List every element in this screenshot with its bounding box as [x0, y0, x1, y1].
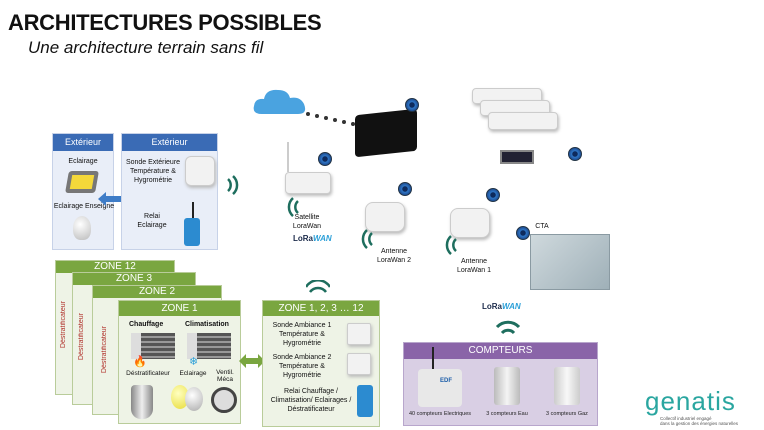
satellite-device-icon [285, 172, 331, 194]
zone-label: Déstratificateur [101, 326, 108, 374]
bidirectional-arrow-icon [98, 192, 132, 206]
ac-unit-icon [488, 112, 558, 130]
label-ventil: Ventil. Méca [216, 369, 234, 383]
zone-header: ZONE 2 [93, 286, 221, 298]
tagline-line-1: Collectif industriel engagé [660, 416, 712, 421]
bulb-yellow-icon [171, 385, 189, 409]
zone-all-card: ZONE 1, 2, 3 … 12 Sonde Ambiance 1 Tempé… [262, 300, 380, 427]
edf-logo: EDF [440, 378, 452, 384]
genatis-logo: genatis [645, 386, 736, 416]
label-antenne-2: Antenne LoraWan 2 [377, 248, 411, 264]
lora-text: LoRa [482, 302, 502, 311]
label-climatisation: Climatisation [185, 321, 229, 328]
zone-header: ZONE 1 [119, 301, 240, 316]
label-relai-eclairage: Relai Eclairage [137, 213, 167, 229]
exterieur-panel-1: Extérieur Eclairage Eclairage Enseigne [52, 133, 114, 250]
label-chauffage: Chauffage [129, 321, 164, 328]
gas-meter-icon [554, 367, 580, 405]
antenna-icon [432, 347, 434, 369]
air-conditioner-icon [187, 333, 231, 359]
room-sensor-icon [347, 323, 371, 345]
zone-header: ZONE 1, 2, 3 … 12 [263, 301, 379, 316]
bulb-icon [73, 216, 91, 240]
zone-header: ZONE 3 [73, 273, 195, 285]
room-sensor-icon [347, 353, 371, 375]
zone-label: Déstratificateur [60, 301, 67, 349]
zone-card-1: ZONE 1 Chauffage Climatisation 🔥 ❄ Déstr… [118, 300, 241, 424]
wireless-signal-icon [445, 235, 457, 255]
wireless-signal-icon [496, 320, 520, 335]
bidirectional-arrow-icon [239, 354, 265, 368]
page-subtitle: Une architecture terrain sans fil [28, 38, 264, 57]
compteurs-panel: COMPTEURS EDF 40 compteurs Electriques 3… [403, 342, 598, 426]
antenna-icon [287, 142, 289, 172]
relay-icon [184, 218, 200, 246]
label-satellite: Satellite LoraWan [292, 214, 322, 230]
label-destratificateur: Déstratificateur [126, 370, 170, 377]
label-compteurs-electriques: 40 compteurs Electriques [408, 411, 472, 417]
tagline-line-2: dans la gestion des énergies naturelles [660, 421, 739, 426]
label-eclairage: Eclairage [68, 158, 98, 165]
label-sonde-ambiance-2: Sonde Ambiance 2 Température & Hygrométr… [272, 354, 332, 379]
pin-icon [398, 182, 412, 196]
zone-label: Déstratificateur [78, 313, 85, 361]
lora-text: LoRa [293, 234, 313, 243]
lorawan-logo: LoRaWAN [293, 234, 332, 243]
label-compteurs-gaz: 3 compteurs Gaz [546, 411, 588, 417]
label-antenne-1: Antenne LoraWan 1 [457, 258, 491, 274]
gateway-device-icon [355, 108, 417, 158]
pin-icon [516, 226, 530, 240]
antenna-2-device-icon [365, 202, 405, 232]
cta-unit-icon [530, 234, 610, 290]
electric-meter-icon: EDF [418, 369, 462, 407]
pin-icon [318, 152, 332, 166]
wireless-signal-icon [361, 229, 373, 249]
panel-header: Extérieur [122, 134, 217, 151]
pin-icon [405, 98, 419, 112]
label-eclairage: Eclairage [179, 370, 207, 377]
zone-header: ZONE 12 [56, 261, 174, 273]
relay-icon [357, 385, 373, 417]
water-meter-icon [494, 367, 520, 405]
sensor-icon [185, 156, 215, 186]
ac-controller-icon [500, 150, 534, 164]
label-compteurs-eau: 3 compteurs Eau [486, 411, 528, 417]
wireless-signal-icon [306, 280, 330, 293]
label-relai: Relai Chauffage / Climatisation/ Eclaira… [270, 388, 352, 413]
floodlight-icon [65, 171, 99, 193]
panel-header: Extérieur [53, 134, 113, 151]
cloud-icon [253, 89, 306, 114]
fan-icon [211, 387, 237, 413]
page-title: ARCHITECTURES POSSIBLES [8, 10, 322, 35]
lorawan-logo: LoRaWAN [482, 302, 521, 311]
wan-text: WAN [313, 234, 332, 243]
bulb-icon [185, 387, 203, 411]
pin-icon [568, 147, 582, 161]
heater-icon [131, 333, 175, 359]
label-eclairage-enseigne: Eclairage Enseigne [53, 203, 115, 210]
label-sonde-exterieure: Sonde Extérieure Température & Hygrométr… [125, 159, 181, 184]
label-sonde-ambiance-1: Sonde Ambiance 1 Température & Hygrométr… [272, 322, 332, 347]
wan-text: WAN [502, 302, 521, 311]
flame-icon: 🔥 [133, 356, 147, 368]
exterieur-panel-2: Extérieur Sonde Extérieure Température &… [121, 133, 218, 250]
wireless-signal-icon [227, 175, 239, 195]
wireless-signal-icon [287, 197, 299, 217]
connection-dots [306, 112, 355, 126]
compteurs-header: COMPTEURS [404, 343, 597, 359]
antenna-1-device-icon [450, 208, 490, 238]
pin-icon [486, 188, 500, 202]
snowflake-icon: ❄ [189, 356, 199, 368]
destratificateur-icon [131, 385, 153, 419]
label-cta: CTA [535, 223, 549, 230]
antenna-icon [192, 202, 194, 218]
